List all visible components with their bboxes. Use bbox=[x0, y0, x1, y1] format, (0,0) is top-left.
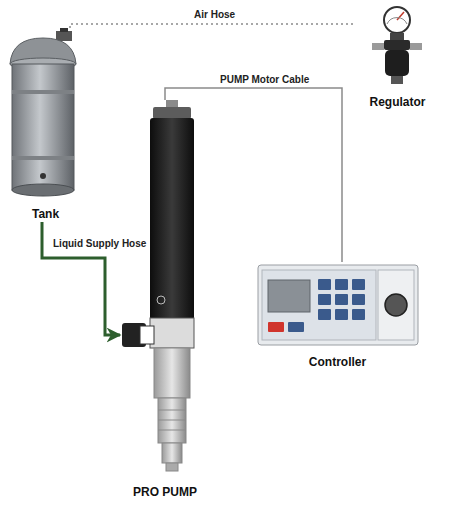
pump-cap bbox=[153, 107, 191, 119]
controller-panel bbox=[262, 270, 376, 340]
gauge-scale bbox=[387, 18, 407, 24]
air-hose bbox=[70, 24, 355, 28]
control-knob bbox=[385, 294, 407, 316]
part-label: Tank bbox=[32, 207, 59, 222]
regulator-drain bbox=[391, 76, 403, 84]
connector-label: Liquid Supply Hose bbox=[51, 237, 148, 250]
regulator-picture bbox=[372, 7, 422, 84]
keypad bbox=[335, 294, 348, 305]
tank-band bbox=[12, 90, 74, 94]
inlet-fitting bbox=[140, 326, 154, 344]
pump-motor bbox=[150, 118, 194, 320]
regulator-port bbox=[410, 43, 422, 50]
pump-stator bbox=[154, 348, 190, 398]
nozzle-tip bbox=[166, 463, 178, 471]
controller-node: Controller bbox=[255, 262, 420, 370]
pump-logo bbox=[157, 296, 165, 304]
air-fitting bbox=[56, 31, 72, 41]
controller-screen bbox=[268, 280, 310, 312]
keypad bbox=[352, 279, 365, 290]
keypad bbox=[318, 294, 331, 305]
part-label: Regulator bbox=[369, 95, 425, 110]
tank-body bbox=[12, 64, 74, 190]
air-fitting bbox=[60, 28, 68, 32]
keypad bbox=[318, 279, 331, 290]
regulator-head bbox=[384, 40, 410, 50]
keypad bbox=[352, 309, 365, 320]
motor-cable bbox=[165, 88, 342, 262]
regulator-neck bbox=[390, 33, 404, 41]
keypad bbox=[318, 309, 331, 320]
barrel-rib bbox=[158, 420, 186, 421]
part-label: Controller bbox=[309, 355, 366, 370]
keypad bbox=[335, 309, 348, 320]
tank-node: Tank bbox=[3, 28, 88, 222]
cable-gland bbox=[166, 100, 178, 108]
keypad bbox=[352, 294, 365, 305]
regulator-node: Regulator bbox=[355, 5, 440, 110]
part-label: PRO PUMP bbox=[133, 485, 197, 500]
regulator-bowl bbox=[385, 50, 409, 76]
controller-picture bbox=[258, 265, 418, 345]
barrel-rib bbox=[158, 410, 186, 411]
tank-drain bbox=[40, 173, 46, 179]
regulator-port bbox=[372, 43, 384, 50]
pump-barrel bbox=[158, 398, 186, 443]
pump-collar bbox=[150, 318, 194, 348]
tank-band bbox=[12, 156, 74, 160]
knob-panel bbox=[378, 270, 414, 340]
gauge bbox=[384, 7, 410, 33]
pump-node: PRO PUMP bbox=[120, 100, 210, 500]
connector-label: Air Hose bbox=[192, 8, 237, 21]
keypad bbox=[335, 279, 348, 290]
keypad bbox=[288, 279, 365, 332]
tank-picture bbox=[10, 28, 76, 196]
connector-label: PUMP Motor Cable bbox=[218, 73, 311, 86]
barrel-rib bbox=[158, 430, 186, 431]
pump-picture bbox=[122, 100, 194, 471]
tank-base bbox=[12, 184, 74, 196]
controller-case bbox=[258, 265, 418, 345]
keypad bbox=[288, 322, 304, 332]
stop-button bbox=[268, 322, 284, 332]
pump-nozzle bbox=[162, 443, 182, 463]
